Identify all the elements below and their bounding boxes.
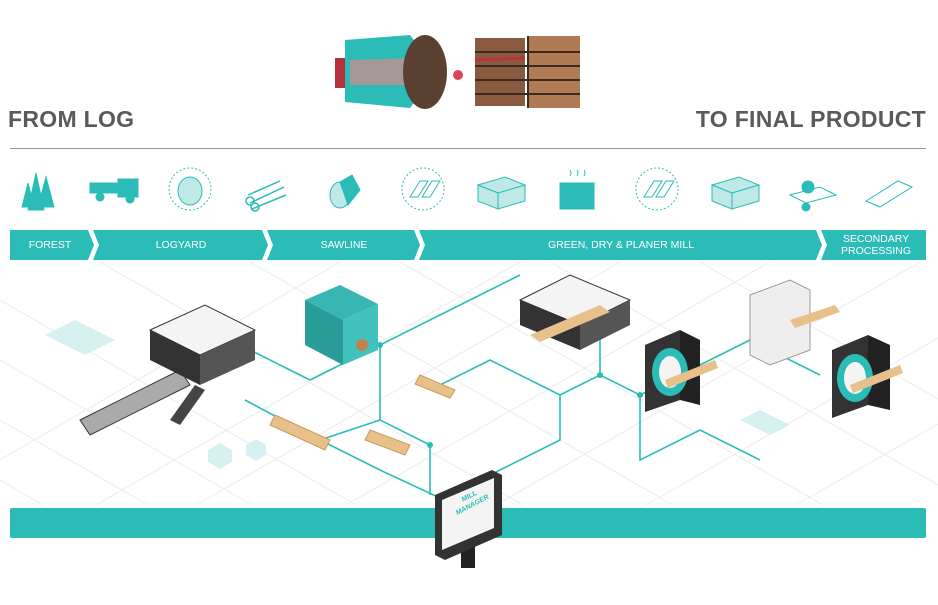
- stage-forest: FOREST: [28, 239, 72, 251]
- debarker-building: [79, 304, 257, 436]
- log-end-icon: [168, 167, 212, 211]
- log-pile-icon: [245, 180, 287, 212]
- to-final-product-title: TO FINAL PRODUCT: [695, 106, 926, 132]
- planer-machine: [749, 279, 840, 366]
- boards-icon: [635, 167, 679, 211]
- mill-manager-sign: [435, 470, 502, 568]
- green-chain-machine: [518, 274, 632, 350]
- trees-icon: [21, 172, 55, 211]
- debarked-log-icon: [329, 174, 361, 209]
- stage-logyard: LOGYARD: [155, 239, 207, 251]
- cants-icon: [401, 167, 445, 211]
- stage-green-dry-planer-mill: GREEN, DRY & PLANER MILL: [547, 239, 695, 251]
- lumber-stack-icon: [710, 176, 761, 210]
- divider: [10, 148, 926, 149]
- log-to-lumber-illustration: [335, 35, 580, 109]
- hexagons: [45, 320, 790, 469]
- lumber-logs: [269, 374, 456, 456]
- kiln-machine: [645, 330, 718, 412]
- process-icons-row: [21, 167, 914, 212]
- planer-icon: [788, 180, 838, 212]
- kiln-icon: [559, 169, 595, 210]
- trimmer-machine: [832, 335, 903, 418]
- logging-truck-icon: [89, 178, 139, 204]
- isometric-grid: [0, 262, 938, 506]
- mill-process-diagram: [0, 262, 938, 568]
- saw-building: [305, 285, 378, 365]
- stage-secondary-processing: SECONDARY PROCESSING: [840, 233, 911, 257]
- from-log-title: FROM LOG: [8, 106, 135, 132]
- process-stages: FOREST LOGYARD SAWLINE GREEN, DRY & PLAN…: [10, 230, 926, 260]
- stage-sawline: SAWLINE: [320, 239, 368, 251]
- lumber-stack-icon: [476, 176, 527, 210]
- finished-board-icon: [864, 180, 914, 208]
- stage-arrows: [10, 230, 926, 260]
